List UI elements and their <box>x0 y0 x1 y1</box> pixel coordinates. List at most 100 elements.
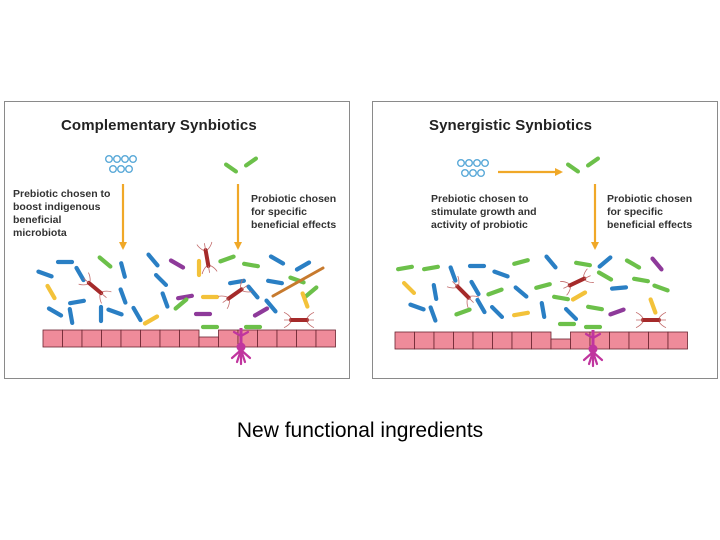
bacterium-rod <box>168 258 186 270</box>
prebiotic-label: Prebiotic chosen to stimulate growth and… <box>431 193 537 231</box>
bacterium-rod <box>300 291 310 309</box>
flagellum <box>196 244 207 275</box>
epithelial-cell <box>276 329 297 348</box>
flagellated-bacterium <box>196 241 218 275</box>
arrow-head <box>119 242 127 250</box>
bacterium-rod <box>97 255 113 269</box>
bacterium-rod <box>492 269 510 279</box>
bacterium-body <box>203 248 211 268</box>
flagellated-bacterium <box>560 268 594 296</box>
flagellum <box>635 312 667 319</box>
bacterium-body <box>226 287 244 301</box>
epithelial-cell <box>648 331 669 350</box>
bacterium-rod <box>68 298 86 306</box>
epithelial-cell <box>257 329 278 348</box>
bacterium-rod <box>652 283 670 293</box>
bacterium-rod <box>303 285 319 299</box>
prebiotic-ring <box>108 165 117 174</box>
epithelial-cell <box>609 331 630 350</box>
bacterium-rod <box>648 297 658 315</box>
bacterium-rod <box>106 307 124 317</box>
epithelial-cell <box>628 331 649 350</box>
flagellated-bacterium <box>283 312 315 328</box>
immune-cell <box>582 330 604 368</box>
epithelial-cell <box>315 329 336 348</box>
bacterium-rod <box>131 305 143 323</box>
bacterium-rod <box>401 280 417 296</box>
bacterium-rod <box>142 314 160 326</box>
slide-caption: New functional ingredients <box>236 419 484 442</box>
bacterium-rod <box>586 304 604 312</box>
bacterium-rod <box>624 258 642 270</box>
epithelial-cell <box>120 329 141 348</box>
prebiotic-ring <box>472 159 481 168</box>
prebiotic-ring <box>464 159 473 168</box>
flagellated-bacterium <box>635 312 667 328</box>
prebiotic-ring <box>104 155 113 164</box>
bacterium-rod <box>119 261 127 279</box>
bacterium-rod <box>552 294 570 302</box>
complementary-diagram <box>36 155 336 366</box>
bacterium-rod <box>596 270 614 282</box>
bacterium-rod <box>448 265 458 283</box>
epithelial-cell <box>492 331 513 350</box>
prebiotic-ring <box>116 165 125 174</box>
bacterium-rod <box>597 255 613 269</box>
flagellum <box>563 275 591 289</box>
epithelial-cell <box>81 329 102 348</box>
bacterium-body <box>567 276 587 288</box>
bacterium-rod <box>431 283 439 301</box>
flagellum <box>283 312 315 319</box>
bacterium-body <box>455 284 471 300</box>
epithelial-cell <box>140 329 161 348</box>
bacterium-rod <box>570 290 588 302</box>
bacterium-rod <box>539 301 547 319</box>
flagellum <box>446 286 469 309</box>
arrow-head <box>234 242 242 250</box>
epithelial-cell <box>511 331 532 350</box>
epithelial-cell <box>414 331 435 350</box>
flagellum <box>283 321 315 328</box>
prebiotic-ring <box>480 159 489 168</box>
bacterium-rod <box>294 260 312 272</box>
bacterium-rod <box>160 291 170 309</box>
bacterium-rod <box>45 283 57 301</box>
panel-title: Synergistic Synbiotics <box>429 117 593 134</box>
epithelial-cell <box>667 331 688 350</box>
prebiotic-label: Prebiotic chosen to boost indigenous ben… <box>13 188 111 239</box>
epithelial-cell <box>550 338 571 350</box>
synergistic-diagram <box>394 156 688 368</box>
bacterium-rod <box>512 310 530 318</box>
prebiotic-ring <box>460 168 469 177</box>
epithelial-cell <box>101 329 122 348</box>
bacterium-rod <box>585 156 601 168</box>
epithelial-cell <box>531 331 552 350</box>
bacterium-rod <box>534 282 552 290</box>
epithelial-cell <box>179 329 200 348</box>
flagellum <box>83 278 107 298</box>
bacterium-rod <box>153 272 169 288</box>
immune-cell-body <box>588 344 598 354</box>
bacterium-rod <box>608 307 626 317</box>
bacterium-rod <box>223 162 239 174</box>
flagellum <box>218 278 244 298</box>
bacterium-rod <box>176 293 194 301</box>
bacterium-rod <box>173 297 189 311</box>
bacterium-body <box>86 280 104 296</box>
bacterium-rod <box>489 304 505 320</box>
flagellum <box>452 281 474 303</box>
bacterium-rod <box>243 156 259 168</box>
bacterium-rod <box>36 269 54 279</box>
bacterium-rod <box>512 258 530 266</box>
bacterium-rod <box>408 302 426 312</box>
flagellum <box>204 243 210 273</box>
bacterium-rod <box>565 162 581 174</box>
epithelial-cell <box>453 331 474 350</box>
flagellated-bacterium <box>446 275 480 309</box>
arrow-head <box>555 168 563 176</box>
bacterium-rod <box>609 285 629 291</box>
flagellum <box>78 283 102 304</box>
bacterium-rod <box>454 307 472 317</box>
bacterium-rod <box>242 261 260 269</box>
immune-cell-body <box>236 342 246 352</box>
